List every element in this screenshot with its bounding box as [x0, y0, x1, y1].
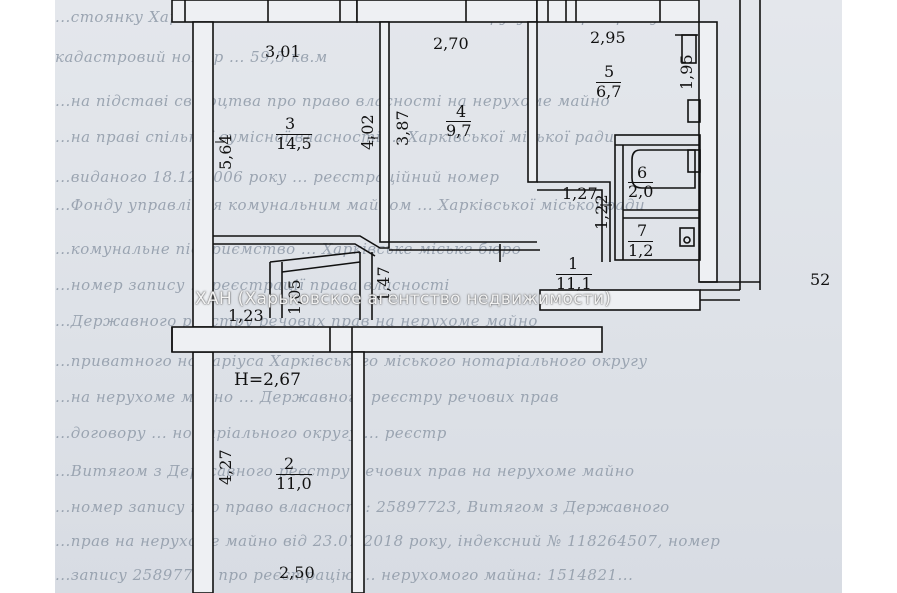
room-number: 3: [285, 114, 296, 133]
background-text-line: ...номер запису ... реєстрації права вла…: [55, 276, 450, 294]
room-area: 6,7: [596, 82, 622, 101]
room-area: 14,5: [276, 134, 312, 153]
ceiling-height: Н=2,67: [234, 370, 301, 390]
room-number: 2: [284, 454, 295, 473]
dimension-label: 4,27: [216, 449, 235, 485]
background-text-line: ...прав на нерухоме майно від 23.07.2018…: [55, 532, 721, 550]
left-outer-wall: [192, 21, 214, 328]
room-area: 11,0: [276, 474, 312, 493]
partition-3-4: [379, 21, 390, 243]
room-number: 4: [456, 102, 467, 121]
room2-right-wall: [351, 351, 365, 593]
room-area: 2,0: [628, 182, 654, 201]
horizontal-wall: [171, 326, 603, 353]
top-wall-left: [171, 0, 358, 23]
background-text-line: ...договору ... нотаріального округу ...…: [55, 424, 447, 442]
partition-4-5: [527, 21, 538, 183]
dimension-label: 2,70: [433, 34, 469, 53]
dimension-label: 52: [810, 270, 831, 289]
dimension-label: 3,87: [393, 110, 412, 146]
right-outer-wall: [698, 21, 718, 283]
room-area: 11,1: [556, 274, 592, 293]
top-wall-middle: [356, 0, 538, 23]
bathroom-block: [614, 134, 701, 261]
watermark: ХАН (Харьковское агентство недвижимости): [195, 289, 612, 309]
dimension-label: 2,95: [590, 28, 626, 47]
dimension-label: 1,27: [562, 184, 598, 203]
left-outer-wall-lower: [192, 351, 214, 593]
room-area: 9,7: [446, 121, 472, 140]
room-number: 6: [637, 163, 648, 182]
dimension-label: 2,50: [279, 563, 315, 582]
room-number: 7: [637, 221, 648, 240]
dimension-label: 4,02: [358, 114, 377, 150]
dimension-label: 1,95: [677, 54, 696, 90]
top-wall-right: [536, 0, 700, 23]
room-number: 5: [604, 62, 615, 81]
dimension-label: 3,01: [265, 42, 301, 61]
background-text-line: ...Державного реєстру речових прав на не…: [55, 312, 538, 330]
background-text-line: кадастровий номер ... 59,5 кв.м: [55, 48, 328, 66]
background-text-line: ...на нерухоме майно ... Державного реєс…: [55, 388, 559, 406]
dimension-label: 1,22: [592, 194, 611, 230]
background-text-line: ...комунальне підприємство ... Харківськ…: [55, 240, 522, 258]
room-number: 1: [568, 254, 579, 273]
dimension-label: 1,23: [228, 306, 264, 325]
dimension-label: 5,64: [216, 134, 235, 170]
room-area: 1,2: [628, 241, 654, 260]
